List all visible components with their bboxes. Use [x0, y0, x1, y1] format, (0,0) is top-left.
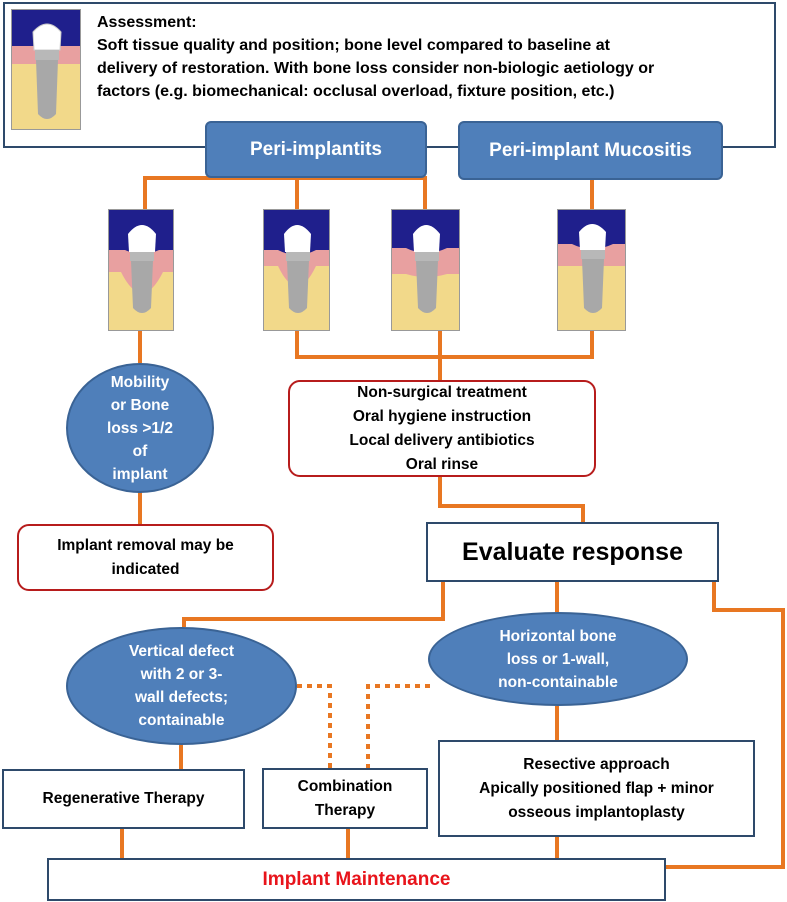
implant-peri-implantitis-icon	[391, 209, 460, 331]
removal-line-2: indicated	[111, 560, 180, 578]
mobility-line-5: implant	[112, 465, 168, 483]
nonsurgical-line-1: Non-surgical treatment	[357, 383, 527, 401]
vertical-line-4: containable	[138, 712, 225, 729]
vertical-line-1: Vertical defect	[128, 643, 235, 660]
implant-maintenance-box: Implant Maintenance	[47, 858, 666, 901]
maintenance-label: Implant Maintenance	[262, 868, 451, 890]
mobility-line-1: Mobility	[110, 373, 170, 391]
resective-line-2: Apically positioned flap + minor	[479, 779, 714, 797]
mobility-line-2: or Bone	[110, 396, 170, 414]
resective-approach-box: Resective approach Apically positioned f…	[438, 740, 755, 837]
combination-line-2: Therapy	[314, 801, 376, 819]
resective-line-1: Resective approach	[523, 755, 670, 773]
horizontal-line-1: Horizontal bone	[499, 627, 617, 645]
mobility-line-4: of	[132, 442, 148, 460]
nonsurgical-line-2: Oral hygiene instruction	[352, 407, 532, 425]
non-surgical-treatment-box: Non-surgical treatment Oral hygiene inst…	[288, 380, 596, 477]
assessment-line-2: delivery of restoration. With bone loss …	[97, 60, 655, 77]
combination-therapy-box: Combination Therapy	[262, 768, 428, 829]
evaluate-response-box: Evaluate response	[426, 522, 719, 582]
assessment-line-1: Soft tissue quality and position; bone l…	[97, 37, 610, 54]
assessment-text: Assessment: Soft tissue quality and posi…	[97, 11, 747, 103]
vertical-defect-oval: Vertical defect with 2 or 3- wall defect…	[66, 627, 297, 745]
mobility-line-3: loss >1/2	[107, 419, 173, 437]
resective-line-3: osseous implantoplasty	[508, 803, 685, 821]
evaluate-label: Evaluate response	[462, 537, 683, 566]
peri-implantitis-header: Peri-implantits	[205, 121, 427, 178]
horizontal-bone-loss-oval: Horizontal bone loss or 1-wall, non-cont…	[428, 612, 688, 706]
combination-line-1: Combination	[297, 777, 393, 795]
peri-implantitis-label: Peri-implantits	[250, 138, 382, 160]
assessment-title: Assessment:	[97, 14, 197, 31]
vertical-line-3: wall defects;	[134, 689, 228, 706]
implant-peri-implantitis-icon	[263, 209, 330, 331]
horizontal-line-2: loss or 1-wall,	[506, 650, 610, 668]
nonsurgical-line-4: Oral rinse	[405, 455, 479, 473]
implant-peri-implantitis-icon	[108, 209, 174, 331]
removal-line-1: Implant removal may be	[57, 536, 234, 554]
implant-healthy-icon	[11, 9, 81, 130]
implant-mucositis-icon	[557, 209, 626, 331]
mobility-bone-loss-oval: Mobility or Bone loss >1/2 of implant	[66, 363, 214, 493]
nonsurgical-line-3: Local delivery antibiotics	[349, 431, 535, 449]
mucositis-label: Peri-implant Mucositis	[489, 139, 692, 161]
horizontal-line-3: non-containable	[498, 673, 618, 691]
regenerative-therapy-box: Regenerative Therapy	[2, 769, 245, 829]
regenerative-label: Regenerative Therapy	[42, 790, 205, 807]
mucositis-header: Peri-implant Mucositis	[458, 121, 723, 180]
vertical-line-2: with 2 or 3-	[140, 666, 223, 683]
implant-removal-box: Implant removal may be indicated	[17, 524, 274, 591]
assessment-line-3: factors (e.g. biomechanical: occlusal ov…	[97, 83, 615, 100]
